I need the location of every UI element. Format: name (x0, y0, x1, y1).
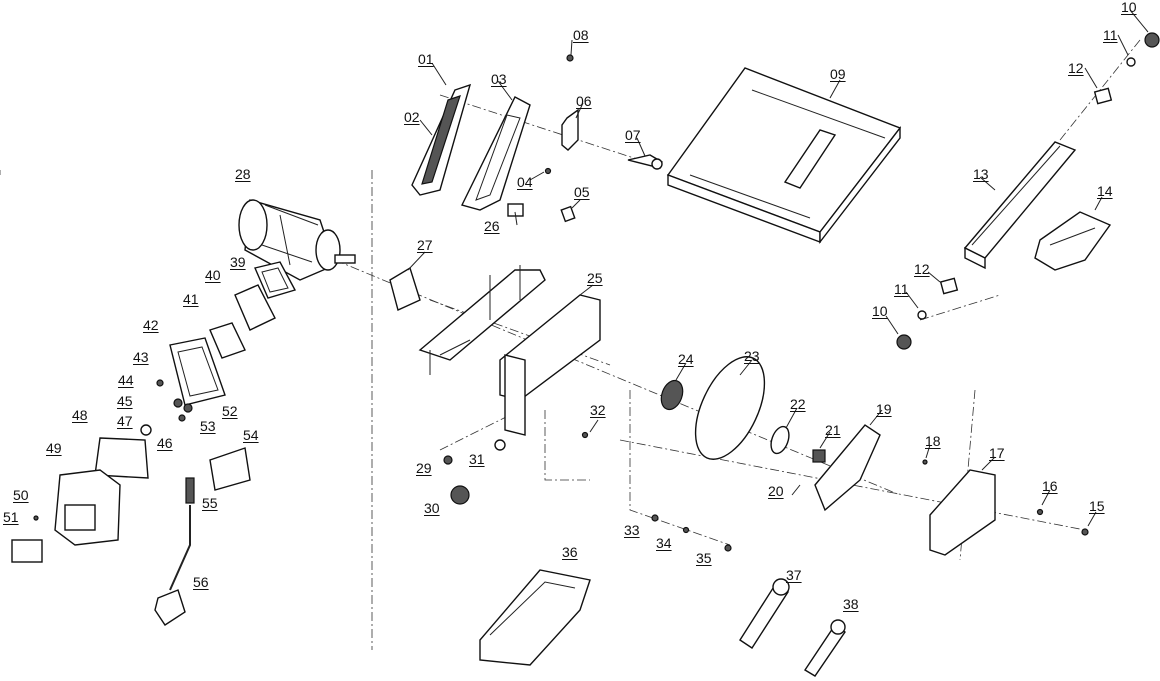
part-label-27: 27 (417, 237, 433, 253)
part-label-51: 51 (3, 509, 19, 525)
part-label-33: 33 (624, 522, 640, 538)
part-label-44: 44 (118, 372, 134, 388)
part-label-36: 36 (562, 544, 578, 560)
part-label-37: 37 (786, 567, 802, 583)
part-label-14: 14 (1097, 183, 1113, 199)
part-label-35: 35 (696, 550, 712, 566)
part-label-06: 06 (576, 93, 592, 109)
part-label-29: 29 (416, 460, 432, 476)
part-label-46: 46 (157, 435, 173, 451)
part-label-16: 16 (1042, 478, 1058, 494)
part-label-32: 32 (590, 402, 606, 418)
part-label-52: 52 (222, 403, 238, 419)
part-label-08: 08 (573, 27, 589, 43)
part-label-47: 47 (117, 413, 133, 429)
part-label-48: 48 (72, 407, 88, 423)
part-label-19: 19 (876, 401, 892, 417)
part-label-13: 13 (973, 166, 989, 182)
part-label-25: 25 (587, 270, 603, 286)
part-label-23: 23 (744, 348, 760, 364)
part-label-26: 26 (484, 218, 500, 234)
stand-frame (418, 269, 546, 361)
part-label-55: 55 (202, 495, 218, 511)
part-label-34: 34 (656, 535, 672, 551)
part-label-09: 09 (830, 66, 846, 82)
saw-blade (694, 356, 766, 460)
part-label-02: 02 (404, 109, 420, 125)
part-label-41: 41 (183, 291, 199, 307)
part-label-38: 38 (843, 596, 859, 612)
part-label-28: 28 (235, 166, 251, 182)
part-label-01: 01 (418, 51, 434, 67)
part-label-11-bottom: 11 (894, 281, 909, 297)
water-tray (479, 569, 591, 666)
part-label-42: 42 (143, 317, 159, 333)
part-label-15: 15 (1089, 498, 1105, 514)
part-label-05: 05 (574, 184, 590, 200)
part-label-50: 50 (13, 487, 29, 503)
part-label-21: 21 (825, 422, 841, 438)
part-label-30: 30 (424, 500, 440, 516)
part-label-54: 54 (243, 427, 259, 443)
part-label-31: 31 (469, 451, 485, 467)
part-label-10-top: 10 (1121, 0, 1137, 15)
part-label-18: 18 (925, 433, 941, 449)
part-label-39: 39 (230, 254, 246, 270)
part-label-17: 17 (989, 445, 1005, 461)
part-label-45: 45 (117, 393, 133, 409)
part-label-10-bottom: 10 (872, 303, 888, 319)
part-label-22: 22 (790, 396, 806, 412)
part-label-04: 04 (517, 174, 533, 190)
part-label-24: 24 (678, 351, 694, 367)
part-label-40: 40 (205, 267, 221, 283)
part-label-12-top: 12 (1068, 60, 1084, 76)
part-label-11-top: 11 (1103, 27, 1118, 43)
part-label-43: 43 (133, 349, 149, 365)
part-label-12-bottom: 12 (914, 261, 930, 277)
guard-arm-right (461, 96, 531, 211)
part-label-53: 53 (200, 418, 216, 434)
part-label-07: 07 (625, 127, 641, 143)
part-label-56: 56 (193, 574, 209, 590)
part-label-20: 20 (768, 483, 784, 499)
table-top (666, 67, 902, 233)
part-label-49: 49 (46, 440, 62, 456)
part-label-03: 03 (491, 71, 507, 87)
